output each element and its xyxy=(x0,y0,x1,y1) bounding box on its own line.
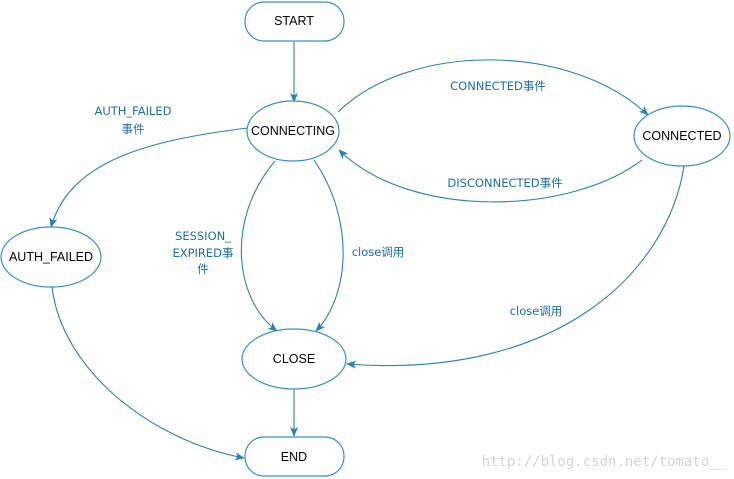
label-session-expired-2: EXPIRED事 xyxy=(172,246,233,260)
edge-connected-to-connecting xyxy=(338,149,643,203)
label-close-call-2: close调用 xyxy=(510,304,563,318)
node-auth-failed-label: AUTH_FAILED xyxy=(9,250,93,264)
label-disconnected-event: DISCONNECTED事件 xyxy=(447,176,562,190)
edge-connecting-to-auth-failed xyxy=(49,127,249,228)
node-auth-failed: AUTH_FAILED xyxy=(0,226,102,288)
label-close-call-1: close调用 xyxy=(352,245,405,259)
node-connecting: CONNECTING xyxy=(246,100,340,162)
edge-connecting-to-close-session-expired xyxy=(240,160,278,332)
label-auth-failed-event-1: AUTH_FAILED xyxy=(94,104,171,118)
node-close-label: CLOSE xyxy=(273,352,315,366)
node-start-label: START xyxy=(274,14,314,28)
node-connected-label: CONNECTED xyxy=(642,129,721,143)
node-end-label: END xyxy=(281,450,307,464)
node-start: START xyxy=(244,1,345,42)
node-end: END xyxy=(244,436,345,477)
edge-connecting-to-connected xyxy=(337,59,649,116)
label-session-expired-3: 件 xyxy=(197,262,209,276)
label-auth-failed-event-2: 事件 xyxy=(122,122,145,136)
edge-auth-failed-to-end xyxy=(51,286,245,461)
label-connected-event: CONNECTED事件 xyxy=(450,79,546,93)
node-connected: CONNECTED xyxy=(633,105,731,167)
edge-connecting-to-close-call xyxy=(313,159,344,332)
edge-connected-to-close xyxy=(346,165,685,369)
node-connecting-label: CONNECTING xyxy=(251,124,335,138)
node-close: CLOSE xyxy=(241,328,347,390)
watermark-text: http://blog.csdn.net/tomato__ xyxy=(482,454,727,470)
label-session-expired-1: SESSION_ xyxy=(175,229,231,243)
